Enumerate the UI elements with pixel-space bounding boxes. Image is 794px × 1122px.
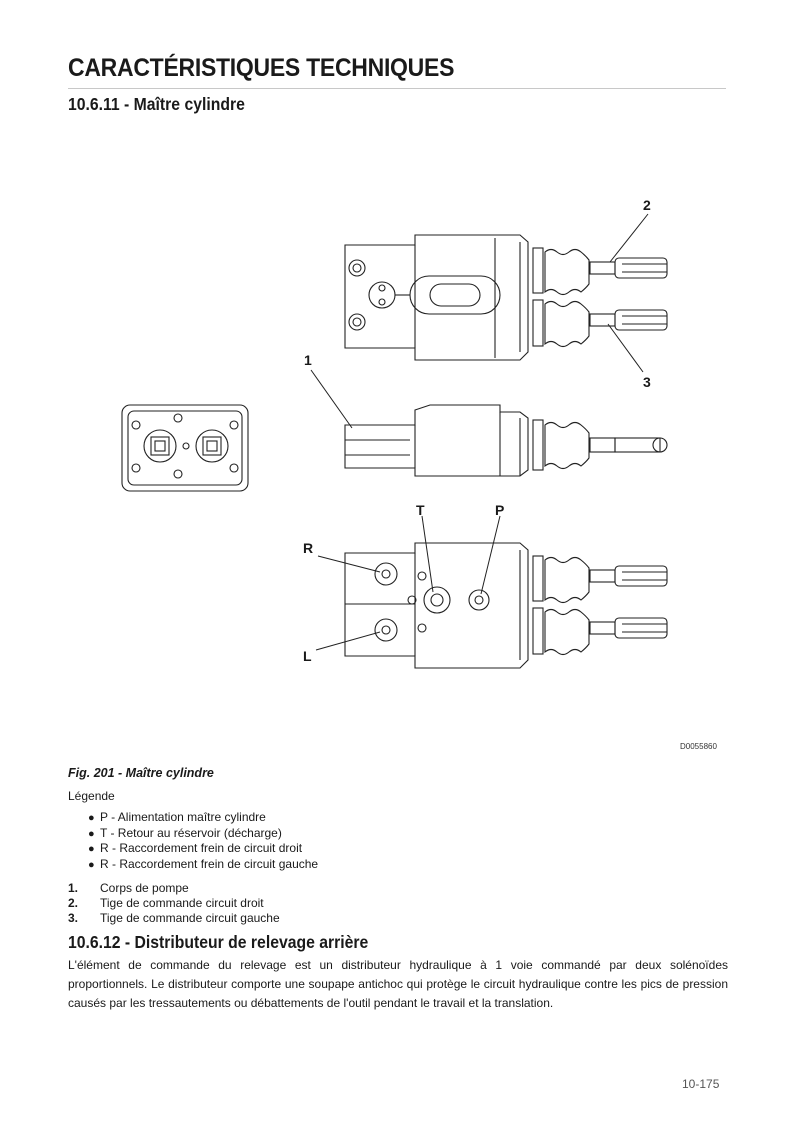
bottom-view	[344, 542, 668, 669]
list-item: ●R - Raccordement frein de circuit gauch…	[88, 857, 318, 873]
top-view	[344, 234, 668, 361]
callout-2: 2	[643, 197, 651, 213]
list-item: 1.Corps de pompe	[68, 881, 189, 895]
legend-numbered-list: 1.Corps de pompe 2.Tige de commande circ…	[68, 881, 280, 926]
list-item: ●R - Raccordement frein de circuit droit	[88, 841, 318, 857]
legend-title: Légende	[68, 789, 115, 803]
section-heading-rear-lift-valve: 10.6.12 - Distributeur de relevage arriè…	[68, 932, 369, 952]
page-number: 10-175	[682, 1077, 720, 1091]
callout-3: 3	[643, 374, 651, 390]
list-item: 2.Tige de commande circuit droit	[68, 896, 264, 910]
bullet-icon: ●	[88, 812, 95, 824]
bullet-icon: ●	[88, 858, 95, 871]
legend-bullet-list: ●P - Alimentation maître cylindre ●T - R…	[88, 810, 318, 872]
front-face-view	[121, 404, 249, 492]
callout-p: P	[495, 502, 505, 518]
section-heading-master-cylinder: 10.6.11 - Maître cylindre	[68, 94, 245, 114]
page-title: CARACTÉRISTIQUES TECHNIQUES	[68, 54, 455, 82]
title-divider	[68, 88, 726, 89]
leader-lines	[310, 213, 649, 651]
list-item: ●T - Retour au réservoir (décharge)	[88, 826, 318, 842]
callout-1: 1	[304, 352, 312, 368]
callout-r: R	[303, 540, 314, 556]
callout-l: L	[303, 648, 312, 664]
figure-caption: Fig. 201 - Maître cylindre	[68, 766, 214, 780]
bullet-icon: ●	[88, 843, 95, 855]
figure-reference-code: D0055860	[680, 742, 717, 751]
side-view	[344, 404, 668, 477]
master-cylinder-drawing	[121, 213, 668, 669]
bullet-icon: ●	[88, 827, 95, 840]
callout-t: T	[416, 502, 425, 518]
list-item: ●P - Alimentation maître cylindre	[88, 810, 318, 826]
list-item: 3.Tige de commande circuit gauche	[68, 911, 280, 925]
section-paragraph: L'élément de commande du relevage est un…	[68, 958, 728, 1010]
